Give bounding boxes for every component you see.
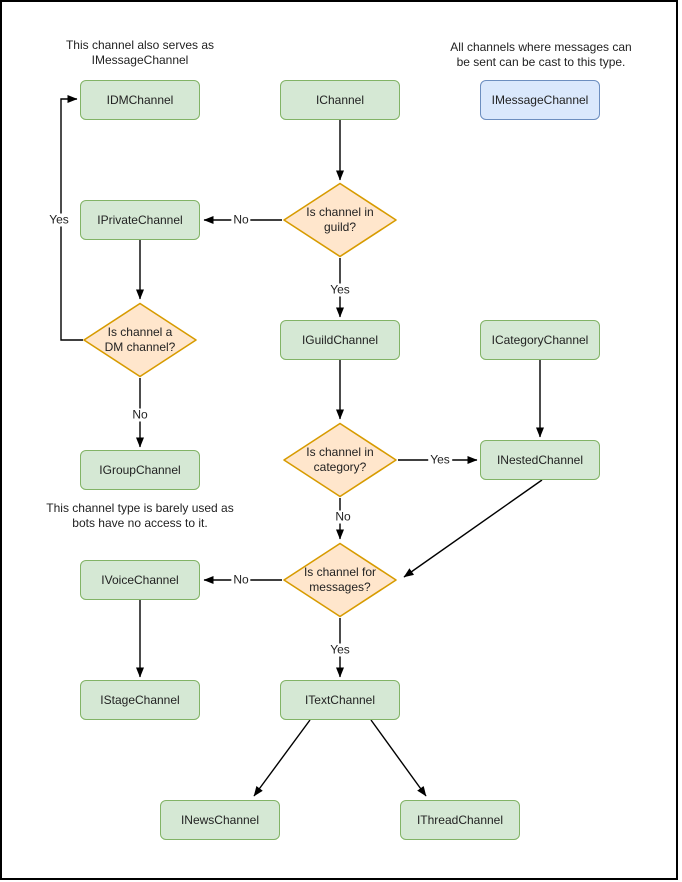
edge-itext-to-inews — [253, 719, 311, 797]
node-istagechannel: IStageChannel — [80, 680, 200, 720]
decision-is-channel-in-category: Is channel in category? — [282, 422, 398, 498]
edge-inested-to-messages-decision — [403, 479, 543, 578]
node-inestedchannel: INestedChannel — [480, 440, 600, 480]
edge-label-no-guild-to-iprivate: No — [231, 212, 251, 227]
node-itextchannel: ITextChannel — [280, 680, 400, 720]
edge-label-yes-dm-to-idm: Yes — [47, 212, 71, 227]
node-icategorychannel: ICategoryChannel — [480, 320, 600, 360]
edge-label-yes-category-to-inested: Yes — [428, 452, 452, 467]
annotation-dm-serves-imessage: This channel also serves as IMessageChan… — [65, 38, 215, 67]
node-ichannel: IChannel — [280, 80, 400, 120]
node-iguildchannel: IGuildChannel — [280, 320, 400, 360]
edge-label-no-category-to-messages: No — [333, 509, 353, 524]
decision-label: Is channel for messages? — [303, 565, 377, 594]
node-ithreadchannel: IThreadChannel — [400, 800, 520, 840]
diamond-shape — [283, 422, 397, 498]
decision-label: Is channel in guild? — [306, 205, 374, 234]
decision-is-channel-in-guild: Is channel in guild? — [282, 182, 398, 258]
edge-label-yes-guild-to-iguild: Yes — [328, 282, 352, 297]
decision-is-channel-a-dm: Is channel a DM channel? — [82, 302, 198, 378]
edge-itext-to-ithread — [370, 719, 427, 797]
edge-label-no-messages-to-ivoice: No — [231, 572, 251, 587]
node-inewschannel: INewsChannel — [160, 800, 280, 840]
decision-label: Is channel in category? — [306, 445, 374, 474]
edge-label-no-dm-to-igroup: No — [130, 407, 150, 422]
annotation-igroup-barely-used: This channel type is barely used as bots… — [46, 501, 234, 530]
diamond-shape — [283, 182, 397, 258]
node-idmchannel: IDMChannel — [80, 80, 200, 120]
decision-label: Is channel a DM channel? — [104, 325, 176, 354]
edge-label-yes-messages-to-itext: Yes — [328, 642, 352, 657]
node-iprivatechannel: IPrivateChannel — [80, 200, 200, 240]
node-ivoicechannel: IVoiceChannel — [80, 560, 200, 600]
annotation-imessage-cast: All channels where messages can be sent … — [450, 40, 632, 69]
node-imessagechannel: IMessageChannel — [480, 80, 600, 120]
node-igroupchannel: IGroupChannel — [80, 450, 200, 490]
diamond-shape — [283, 542, 397, 618]
diamond-shape — [83, 302, 197, 378]
decision-is-channel-for-messages: Is channel for messages? — [282, 542, 398, 618]
